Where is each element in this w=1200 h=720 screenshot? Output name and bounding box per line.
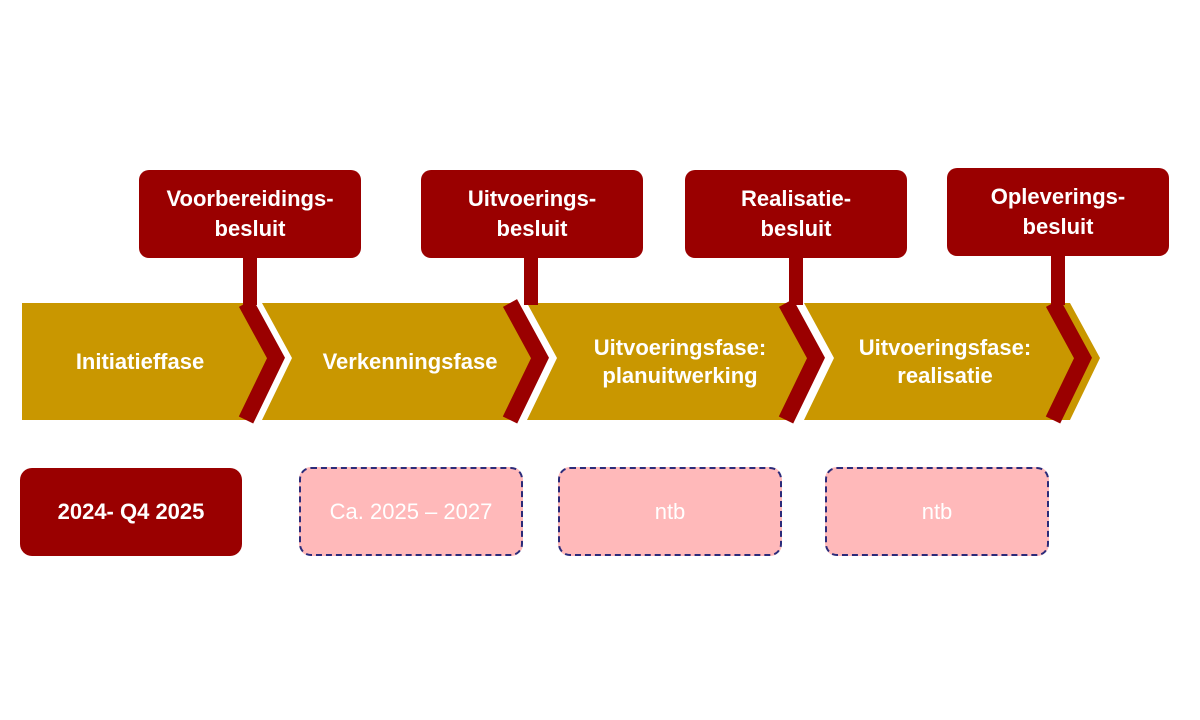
period-box-realisatie: ntb (825, 467, 1049, 556)
phase-label-line2: planuitwerking (602, 362, 758, 388)
decision-label-line1: Realisatie- (740, 186, 852, 211)
phase-arrow-verkenning (262, 303, 540, 420)
phase-arrow-realisatie (804, 303, 1100, 420)
decision-label-line1: Opleverings- (990, 184, 1126, 209)
decision-label-line1: Voorbereidings- (166, 186, 334, 211)
period-box-initiatieffase: 2024- Q4 2025 (20, 468, 242, 556)
decision-label-line1: Uitvoerings- (467, 186, 597, 211)
period-text: 2024- Q4 2025 (57, 499, 205, 524)
period-text: ntb (654, 498, 686, 524)
phase-separator (1045, 299, 1092, 424)
decision-uitvoeringsbesluit: Uitvoerings- besluit (421, 170, 643, 258)
phase-separator (778, 299, 825, 424)
decision-connector (789, 255, 803, 305)
phase-arrow-planuitwerking (527, 303, 816, 420)
phase-label-initiatieffase: Initiatieffase (22, 303, 258, 420)
decision-label-line2: besluit (496, 216, 568, 241)
decision-label-line2: besluit (214, 216, 286, 241)
period-box-planuitwerking: ntb (558, 467, 782, 556)
decision-connector (243, 255, 257, 305)
phase-arrow-initiatief (22, 303, 276, 420)
phase-separator (238, 299, 285, 424)
decision-realisatiebesluit: Realisatie- besluit (685, 170, 907, 258)
decision-opleveringsbesluit: Opleverings- besluit (947, 168, 1169, 256)
period-text: ntb (921, 498, 953, 524)
phase-label-realisatie: Uitvoeringsfase: realisatie (830, 303, 1060, 420)
phase-label-line2: realisatie (897, 362, 993, 388)
phase-separator (502, 299, 549, 424)
phase-label-planuitwerking: Uitvoeringsfase: planuitwerking (555, 303, 805, 420)
decision-connector (524, 255, 538, 305)
phase-label-line1: Uitvoeringsfase: (858, 334, 1032, 360)
period-text: Ca. 2025 – 2027 (329, 498, 493, 524)
phase-label-line1: Uitvoeringsfase: (593, 334, 767, 360)
phase-label-verkenningsfase: Verkenningsfase (290, 303, 530, 420)
decision-label-line2: besluit (1022, 214, 1094, 239)
decision-label-line2: besluit (760, 216, 832, 241)
phase-label-line1: Verkenningsfase (322, 348, 498, 374)
decision-voorbereidingsbesluit: Voorbereidings- besluit (139, 170, 361, 258)
phase-label-line1: Initiatieffase (75, 348, 205, 374)
decision-connector (1051, 255, 1065, 305)
period-box-verkenningsfase: Ca. 2025 – 2027 (299, 467, 523, 556)
